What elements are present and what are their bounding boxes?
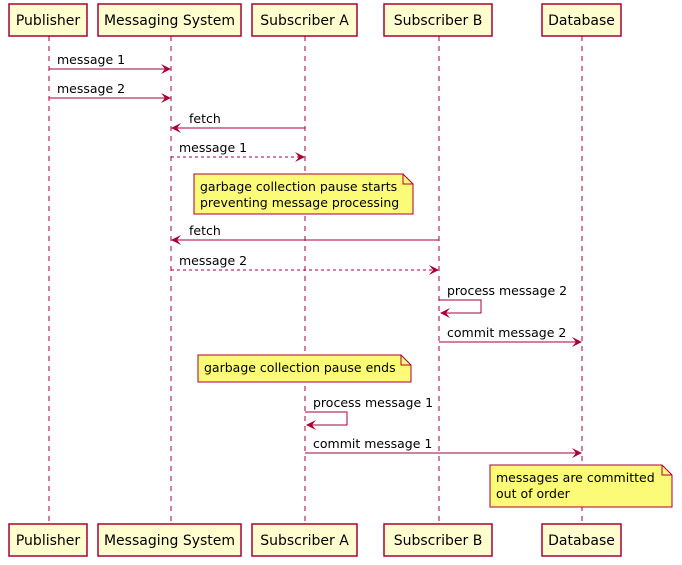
- participant-label: Subscriber A: [260, 533, 349, 549]
- participant-box: [8, 3, 88, 37]
- participant-subscriber-b-top: Subscriber B: [383, 3, 493, 37]
- participant-database-top: Database: [541, 3, 622, 37]
- message-2-fetch: fetch: [171, 111, 305, 133]
- participant-publisher-bottom: Publisher: [8, 523, 88, 557]
- participant-messaging-system-bottom: Messaging System: [97, 523, 242, 557]
- self-arrow: [305, 411, 348, 430]
- participant-box: [97, 3, 242, 37]
- participant-box: [541, 523, 622, 557]
- participant-label: Messaging System: [104, 13, 235, 29]
- participant-messaging-system-top: Messaging System: [97, 3, 242, 37]
- participant-label: Messaging System: [104, 533, 235, 549]
- message-10-process-message-1: process message 1: [305, 395, 433, 430]
- participant-label: Database: [548, 533, 615, 549]
- note-text: garbage collection pause ends: [204, 360, 396, 375]
- participant-subscriber-a-top: Subscriber A: [251, 3, 358, 37]
- participant-database-bottom: Database: [541, 523, 622, 557]
- note-fold: [402, 174, 413, 185]
- message-label: message 2: [179, 253, 247, 268]
- message-label: commit message 2: [447, 325, 566, 340]
- participant-label: Subscriber B: [394, 13, 483, 29]
- message-3-message-1: message 1: [171, 140, 305, 162]
- participant-publisher-top: Publisher: [8, 3, 88, 37]
- participant-box: [97, 523, 242, 557]
- note-box: [489, 464, 673, 508]
- message-label: process message 2: [447, 283, 567, 298]
- participant-box: [8, 523, 88, 557]
- participant-subscriber-a-bottom: Subscriber A: [251, 523, 358, 557]
- message-label: process message 1: [313, 395, 433, 410]
- note-fold: [661, 465, 672, 476]
- participant-subscriber-b-bottom: Subscriber B: [383, 523, 493, 557]
- message-5-fetch: fetch: [171, 223, 439, 245]
- participant-label: Database: [548, 13, 615, 29]
- participant-label: Subscriber B: [394, 533, 483, 549]
- participant-box: [251, 523, 358, 557]
- note-9: garbage collection pause ends: [197, 354, 412, 383]
- participant-box: [383, 3, 493, 37]
- message-label: message 1: [179, 140, 247, 155]
- self-arrow: [439, 299, 482, 318]
- message-6-message-2: message 2: [171, 253, 439, 275]
- message-7-process-message-2: process message 2: [439, 283, 567, 318]
- message-11-commit-message-1: commit message 1: [305, 436, 582, 458]
- message-label: message 1: [57, 52, 125, 67]
- note-box: [193, 173, 414, 215]
- message-8-commit-message-2: commit message 2: [439, 325, 582, 347]
- message-0-message-1: message 1: [49, 52, 171, 74]
- message-1-message-2: message 2: [49, 81, 171, 103]
- message-label: fetch: [189, 223, 221, 238]
- message-label: message 2: [57, 81, 125, 96]
- participant-label: Publisher: [16, 13, 81, 29]
- participant-box: [251, 3, 358, 37]
- participant-label: Publisher: [16, 533, 81, 549]
- participant-box: [541, 3, 622, 37]
- participant-box: [383, 523, 493, 557]
- message-label: commit message 1: [313, 436, 432, 451]
- note-box: [197, 354, 412, 383]
- note-fold: [400, 355, 411, 366]
- message-label: fetch: [189, 111, 221, 126]
- participant-label: Subscriber A: [260, 13, 349, 29]
